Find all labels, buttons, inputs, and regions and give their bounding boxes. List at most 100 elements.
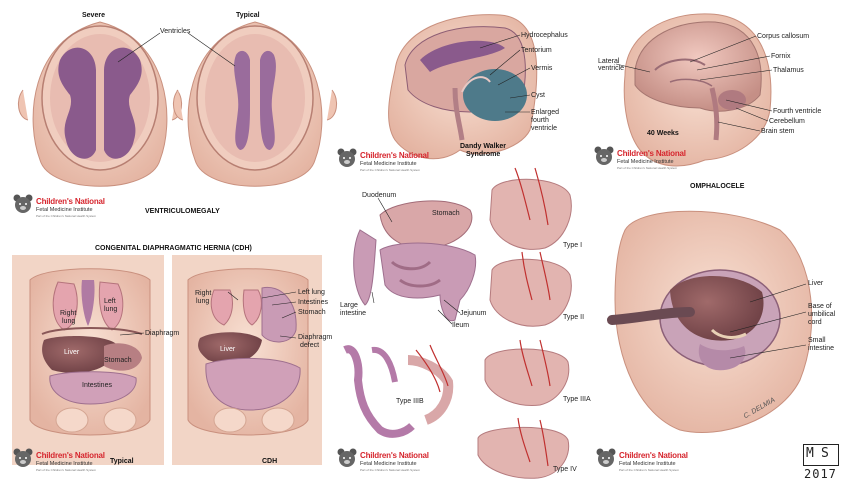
hydrocephalus-leader (479, 34, 521, 49)
hydrocephalus-label: Hydrocephalus (521, 32, 568, 39)
cdh-intestines-label: Intestines (298, 299, 328, 306)
cdh-right-lung-label-1: Right (195, 290, 212, 297)
logo-institute: Fetal Medicine Institute (617, 159, 674, 165)
bear-icon (337, 448, 357, 467)
ventricles-leader-right (187, 32, 236, 67)
cdh-diaphragm-defect-leader (279, 335, 297, 339)
logo-tagline: Part of the Children's National Health S… (619, 468, 680, 472)
bear-icon (596, 448, 616, 467)
monogram-s: S (821, 446, 829, 461)
intestines-label: Intestines (82, 382, 112, 389)
ventricles-leader-left (117, 32, 161, 63)
small-intestine-leader (729, 344, 807, 359)
logo-tagline: Part of the Children's National Health S… (36, 468, 97, 472)
cerebellum-label: Cerebellum (769, 118, 805, 125)
type-iiia-label: Type IIIA (563, 396, 591, 403)
cdh-caption: CDH (262, 458, 278, 465)
forty-weeks-label: 40 Weeks (647, 130, 679, 137)
thalamus-label: Thalamus (773, 67, 804, 74)
cdh-typical-illustration (12, 255, 164, 465)
diaphragm-defect-label-2: defect (300, 342, 320, 349)
brain-stem-leader (717, 121, 761, 132)
lateral-ventricle-label-line2: ventricle (598, 65, 625, 72)
logo-name: Children's National (617, 149, 686, 158)
type-iv-label: Type IV (553, 466, 577, 473)
omphalocele-liver-label: Liver (808, 280, 824, 287)
stomach-gi-label: Stomach (432, 210, 460, 217)
duodenum-leader (377, 197, 393, 223)
duodenum-label: Duodenum (362, 192, 397, 199)
base-umbilical-label-3: cord (808, 319, 822, 326)
vermis-label: Vermis (531, 65, 553, 72)
artist-monogram: M S 2017 (803, 444, 839, 488)
ventriculomegaly-severe-head (17, 21, 183, 187)
typical-label: Typical (236, 12, 260, 19)
cdh-right-lung-label-2: lung (196, 298, 210, 305)
ileum-label: Ileum (452, 322, 470, 329)
large-intestine-label-2: intestine (340, 310, 367, 317)
logo-tagline: Part of the Children's National Health S… (617, 166, 678, 170)
small-intestine-label-2: intestine (808, 345, 835, 352)
cyst-leader (509, 94, 531, 99)
monogram-box (803, 444, 839, 466)
base-umbilical-label-2: umbilical (808, 311, 836, 318)
corpus-callosum-label: Corpus callosum (757, 33, 810, 40)
large-intestine-leader (371, 291, 375, 304)
right-lung-label-2: lung (62, 318, 76, 325)
ventricles-label: Ventricles (160, 28, 191, 35)
cdh-left-lung-leader (261, 291, 297, 299)
base-umbilical-label-1: Base of (808, 303, 832, 310)
type-iiib-label: Type IIIB (396, 398, 424, 405)
small-intestine-label-1: Small (808, 337, 826, 344)
cdh-stomach-label: Stomach (298, 309, 326, 316)
severe-label: Severe (82, 12, 105, 19)
type-i-label: Type I (563, 242, 583, 249)
intestinal-anatomy-illustration (343, 200, 477, 438)
fourth-ventricle-label: Fourth ventricle (773, 108, 822, 115)
childrens-national-logo: Children's National Fetal Medicine Insti… (336, 447, 446, 479)
cerebellum-leader (735, 107, 769, 122)
enlarged-label-line1: Enlarged (531, 109, 560, 116)
cdh-intestines-leader (271, 301, 297, 306)
jejunum-label: Jejunum (460, 310, 487, 317)
childrens-national-logo: Children's National Fetal Medicine Insti… (595, 447, 705, 479)
logo-institute: Fetal Medicine Institute (36, 207, 93, 213)
liver-label: Liver (64, 349, 80, 356)
logo-tagline: Part of the Children's National Health S… (36, 214, 97, 218)
fornix-leader (696, 55, 771, 71)
bear-icon (13, 448, 33, 467)
cdh-liver-label: Liver (220, 346, 236, 353)
logo-name: Children's National (619, 451, 688, 460)
right-lung-label-1: Right (60, 310, 77, 317)
childrens-national-logo: Children's National Fetal Medicine Insti… (12, 447, 122, 479)
fornix-label: Fornix (771, 53, 791, 60)
cdh-stomach-leader (281, 311, 297, 319)
logo-institute: Fetal Medicine Institute (36, 461, 93, 467)
liver-leader (749, 283, 807, 303)
dandy-walker-title-line2: Syndrome (466, 151, 501, 158)
logo-name: Children's National (36, 197, 105, 206)
logo-institute: Fetal Medicine Institute (360, 461, 417, 467)
childrens-national-logo: Children's National Fetal Medicine Insti… (593, 145, 703, 177)
childrens-national-logo: Children's National Fetal Medicine Insti… (336, 147, 446, 179)
jejunum-leader (443, 299, 461, 314)
diaphragm-label: Diaphragm (145, 330, 180, 337)
enlarged-label-line2: fourth (531, 117, 549, 124)
lateral-ventricle-label-line1: Lateral (598, 58, 620, 65)
large-intestine-label-1: Large (340, 302, 358, 309)
logo-name: Children's National (360, 451, 429, 460)
brain-40-weeks-illustration (623, 13, 772, 167)
cyst-label: Cyst (531, 92, 545, 99)
logo-name: Children's National (36, 451, 105, 460)
monogram-year: 2017 (804, 467, 837, 481)
bear-icon (337, 148, 357, 167)
logo-name: Children's National (360, 151, 429, 160)
diaphragm-leader (119, 332, 145, 336)
left-lung-label-2: lung (104, 306, 118, 313)
dandy-walker-title-line1: Dandy Walker (460, 143, 507, 150)
logo-institute: Fetal Medicine Institute (360, 161, 417, 167)
cdh-right-lung-leader (227, 291, 239, 301)
bear-icon (594, 146, 614, 165)
cdh-typical-caption: Typical (110, 458, 134, 465)
